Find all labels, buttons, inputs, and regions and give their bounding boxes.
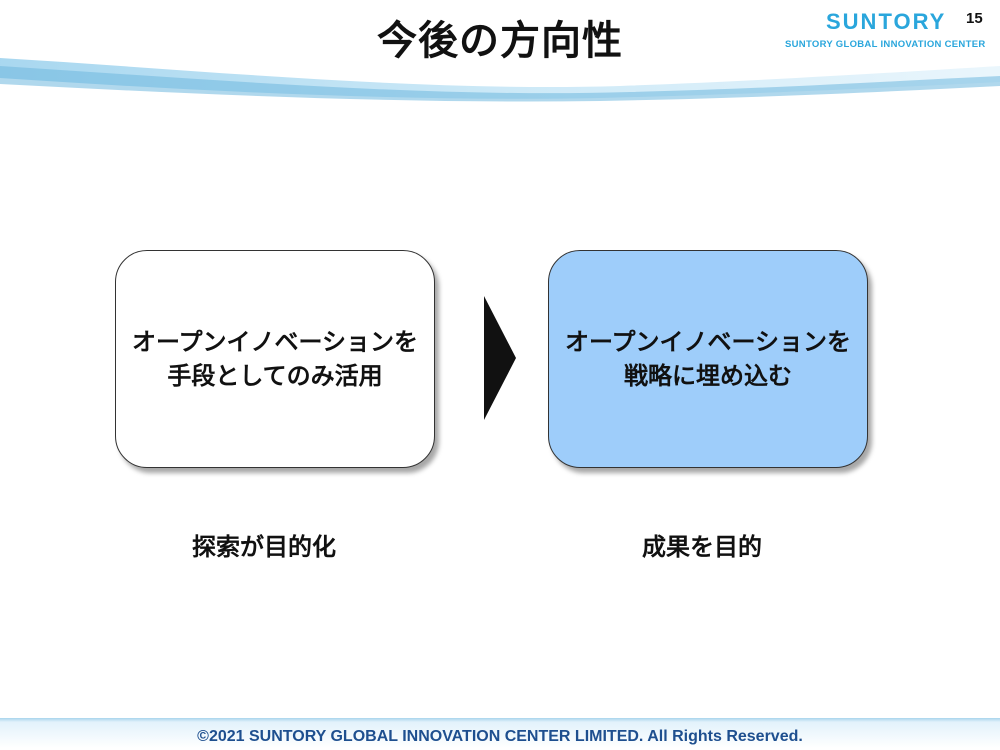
chevron-right-icon	[484, 296, 516, 420]
logo-subtitle: SUNTORY GLOBAL INNOVATION CENTER	[785, 39, 986, 50]
page-number: 15	[966, 10, 983, 27]
box-line: 戦略に埋め込む	[624, 362, 792, 390]
current-approach-box: オープンイノベーションを 手段としてのみ活用	[115, 250, 435, 468]
future-approach-box: オープンイノベーションを 戦略に埋め込む	[548, 250, 868, 468]
footer-band	[0, 718, 1000, 750]
header-wave-decoration	[0, 58, 1000, 102]
caption-left: 探索が目的化	[192, 533, 336, 561]
box-line: 手段としてのみ活用	[167, 362, 383, 390]
box-line: オープンイノベーションを	[131, 328, 419, 356]
caption-right: 成果を目的	[642, 533, 762, 561]
box-line: オープンイノベーションを	[564, 328, 852, 356]
copyright-footer: ©2021 SUNTORY GLOBAL INNOVATION CENTER L…	[197, 728, 803, 745]
slide-title: 今後の方向性	[377, 18, 623, 64]
suntory-logo: SUNTORY	[826, 9, 947, 34]
